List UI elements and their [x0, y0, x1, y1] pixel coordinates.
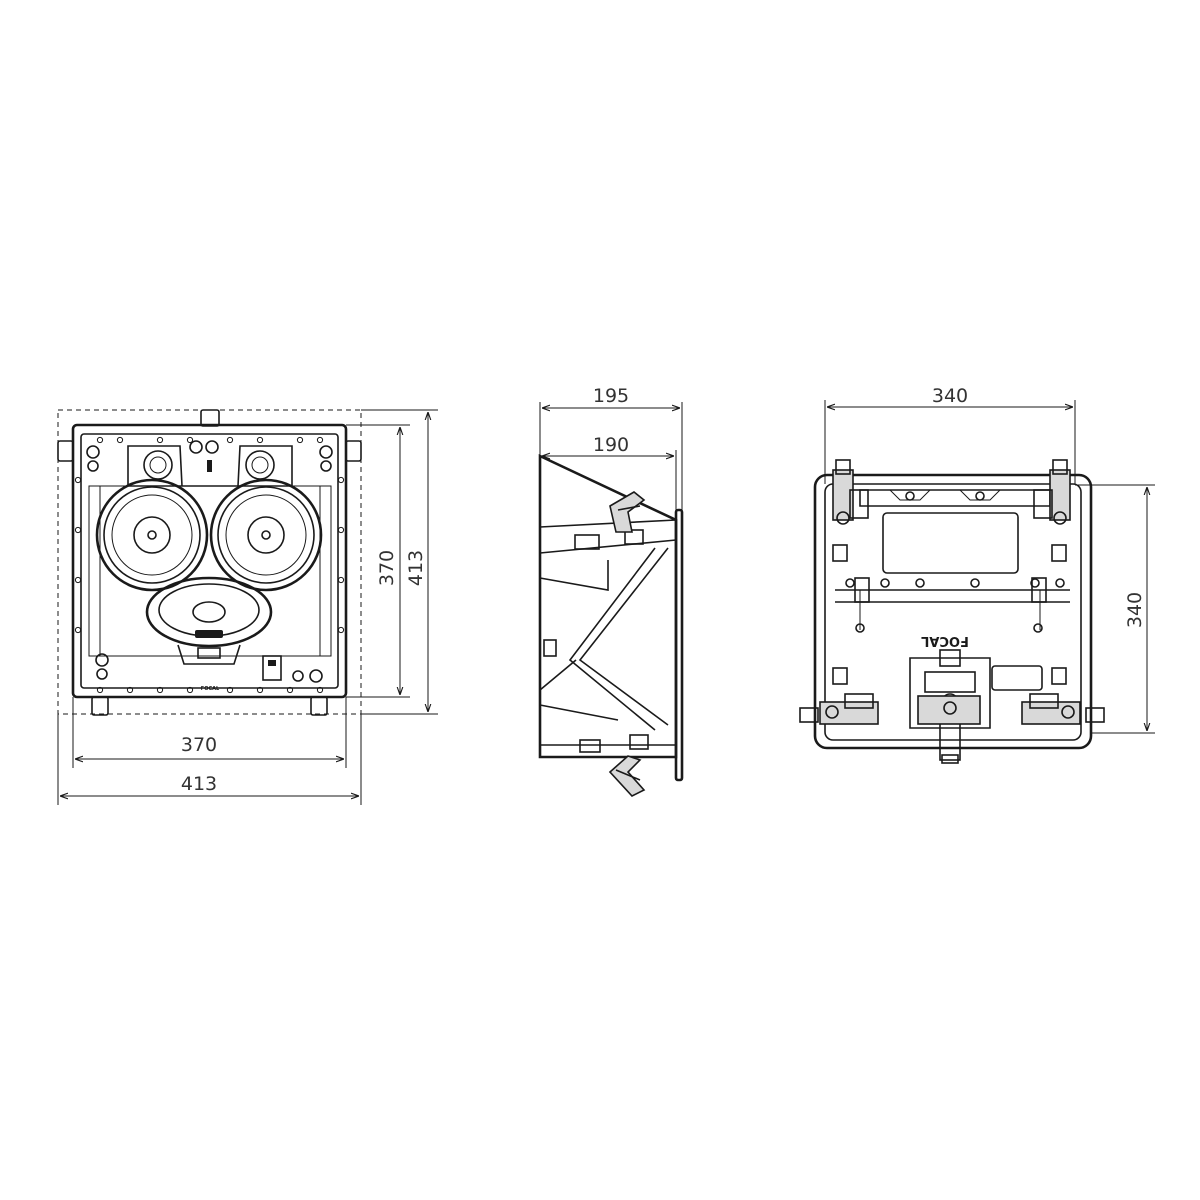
front-knob-br: [309, 669, 323, 683]
front-frame-inner: [80, 433, 339, 689]
front-cutout-outline: [57, 409, 362, 715]
front-height-outer-label: 413: [405, 550, 427, 586]
back-clamp-tr: [1033, 459, 1071, 525]
front-top-clip: [200, 409, 220, 427]
back-clamp-br: [1021, 693, 1105, 725]
side-depth-inner-label: 190: [593, 434, 629, 456]
back-dimensions: 340 340: [824, 385, 1155, 734]
front-knob-tl: [86, 445, 100, 459]
front-dimensions: 370 413 370 413: [57, 409, 438, 805]
front-knob-tr: [319, 445, 333, 459]
front-knob-bl: [95, 653, 109, 667]
bottom-oval-woofer: [145, 576, 273, 665]
back-logo: FOCAL: [921, 633, 969, 648]
front-right-foot: [310, 696, 328, 716]
front-width-outer-label: 413: [181, 773, 217, 795]
side-bottom-clip: [608, 755, 646, 797]
side-top-clip: [609, 491, 646, 533]
front-left-clip: [57, 440, 74, 462]
back-terminal-block: [909, 657, 991, 729]
front-left-foot: [91, 696, 109, 716]
side-view: [538, 453, 684, 797]
left-tweeter: [143, 450, 173, 480]
left-woofer: [95, 478, 209, 592]
side-dimensions: 195 190: [539, 385, 683, 520]
back-upper-panel: [882, 512, 1019, 574]
back-clamp-bc: [917, 695, 981, 725]
front-terminal: [262, 655, 282, 681]
front-rim-holes: [74, 436, 345, 694]
back-clamp-bl: [799, 693, 879, 725]
back-view: FOCAL: [799, 459, 1105, 764]
back-housing-inner: [824, 483, 1082, 741]
front-right-clip: [345, 440, 362, 462]
front-frame-outer: [71, 423, 348, 699]
back-clamp-tl: [832, 459, 869, 525]
right-woofer: [209, 478, 323, 592]
front-width-inner-label: 370: [181, 734, 217, 756]
right-tweeter: [245, 450, 275, 480]
front-logo: FOCAL: [201, 686, 220, 692]
back-housing-outer: [813, 473, 1093, 750]
side-baffle: [674, 508, 684, 782]
front-height-inner-label: 370: [376, 550, 398, 586]
side-body: [538, 453, 678, 759]
back-width-label: 340: [932, 385, 968, 407]
front-tweeter-housing: [127, 445, 293, 487]
side-depth-outer-label: 195: [593, 385, 629, 407]
front-view: FOCAL: [57, 409, 362, 716]
back-height-label: 340: [1124, 592, 1146, 628]
